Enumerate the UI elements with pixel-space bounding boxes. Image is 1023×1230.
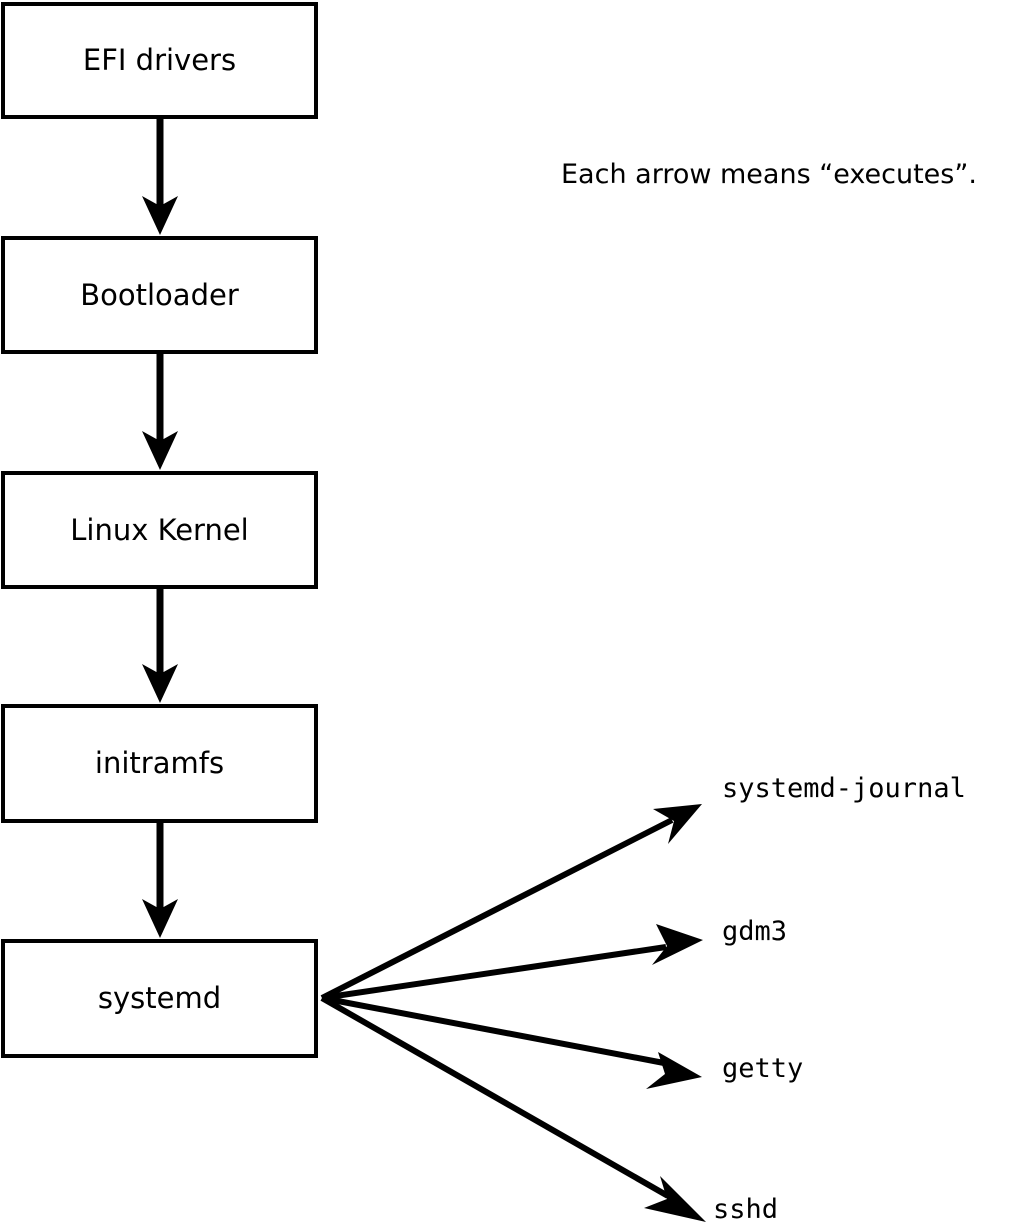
node-box-linux-kernel[interactable]: Linux Kernel <box>1 471 318 589</box>
arrow-systemd-to-gdm3[interactable] <box>321 924 703 1001</box>
arrow-linux-kernel-to-initramfs[interactable] <box>142 589 178 703</box>
leaf-label-getty[interactable]: getty <box>722 1053 804 1084</box>
leaf-label-sshd[interactable]: sshd <box>713 1194 779 1225</box>
node-box-bootloader[interactable]: Bootloader <box>1 236 318 354</box>
node-box-efi-drivers[interactable]: EFI drivers <box>1 2 318 119</box>
node-label-linux-kernel: Linux Kernel <box>70 512 249 547</box>
leaf-label-systemd-journal[interactable]: systemd-journal <box>722 773 966 804</box>
node-label-initramfs: initramfs <box>94 746 225 780</box>
node-label-bootloader: Bootloader <box>80 277 239 312</box>
leaf-label-gdm3[interactable]: gdm3 <box>722 916 788 947</box>
arrow-systemd-to-sshd[interactable] <box>320 995 706 1222</box>
legend-caption: Each arrow means “executes”. <box>561 159 977 190</box>
node-box-initramfs[interactable]: initramfs <box>1 704 318 823</box>
arrow-bootloader-to-linux-kernel[interactable] <box>142 354 178 470</box>
node-label-systemd: systemd <box>97 981 222 1015</box>
node-box-systemd[interactable]: systemd <box>1 939 318 1058</box>
arrow-systemd-to-systemd-journal[interactable] <box>320 804 702 1001</box>
arrow-systemd-to-getty[interactable] <box>321 995 702 1089</box>
arrow-initramfs-to-systemd[interactable] <box>142 823 178 938</box>
node-label-efi-drivers: EFI drivers <box>82 43 237 77</box>
arrow-efi-drivers-to-bootloader[interactable] <box>142 119 178 235</box>
